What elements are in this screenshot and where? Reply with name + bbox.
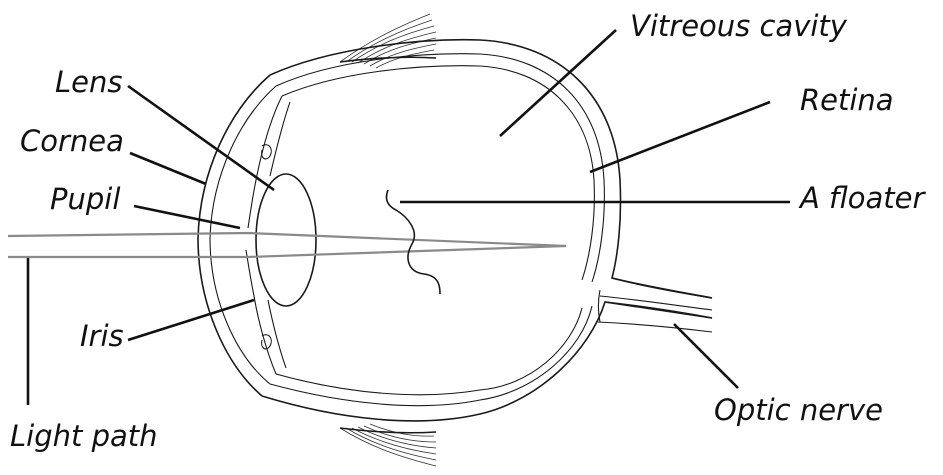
lens-label: Lens [55, 65, 123, 99]
retina-leader [590, 102, 770, 172]
sclera-inner [270, 54, 604, 406]
retina-label: Retina [800, 83, 894, 117]
optic-nerve-label: Optic nerve [714, 393, 883, 427]
light-path-label: Light path [10, 419, 158, 453]
retina-layer [276, 66, 594, 395]
floater-squiggle [386, 190, 440, 294]
optic-nerve-leader [674, 324, 738, 388]
iris-label: Iris [80, 319, 124, 353]
sclera-outer [262, 40, 712, 421]
cornea-leader [130, 153, 206, 184]
floater-label: A floater [798, 181, 927, 215]
iris-leader [128, 300, 254, 340]
eye-illustration [198, 14, 712, 466]
iris-lower [246, 250, 276, 374]
pupil-label: Pupil [50, 182, 120, 216]
cornea-label: Cornea [20, 124, 124, 158]
lens-shape [256, 174, 316, 306]
vitreous-cavity-label: Vitreous cavity [630, 9, 848, 43]
cornea-outer [198, 75, 270, 396]
iris-upper [248, 96, 282, 228]
lower-eyelid-fringe [340, 424, 436, 466]
light-path-rays [8, 233, 566, 257]
optic-nerve-structure [598, 278, 712, 332]
lens-leader [128, 86, 274, 190]
pupil-leader [134, 206, 240, 228]
